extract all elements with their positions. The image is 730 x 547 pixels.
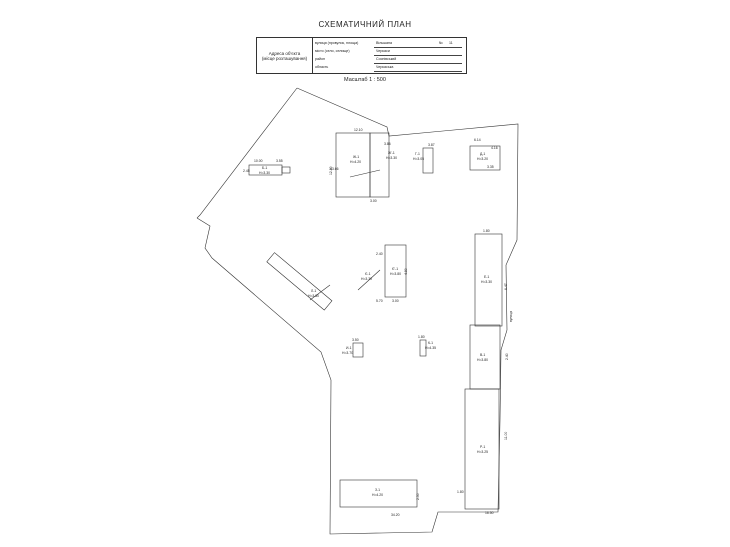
- bld-note: Н=3.30: [386, 156, 397, 160]
- dim-label: 4.16: [491, 146, 498, 150]
- address-label-city: місто (село, селище): [315, 49, 350, 53]
- building-i1: [352, 342, 364, 358]
- bld-label: Ж'-1: [388, 151, 395, 155]
- address-heading: Адреса об'єкта: [268, 50, 301, 56]
- underline: [374, 71, 462, 72]
- bld-label: Є'-1: [392, 267, 398, 271]
- bld-label: З-1: [375, 488, 380, 492]
- dim-label: 3.55: [276, 159, 283, 163]
- bld-note: Н=3.20: [477, 157, 488, 161]
- bld-note: Н=3.05: [413, 157, 424, 161]
- dim-label: 3.00: [370, 199, 377, 203]
- building-k1: [419, 339, 427, 357]
- bld-label: Є-1: [365, 272, 371, 276]
- bld-label: Е-1: [484, 275, 489, 279]
- address-heading-cell: Адреса об'єкта (місце розташування): [257, 38, 313, 73]
- building-v1: [469, 324, 501, 390]
- bld-label: И-1: [346, 346, 352, 350]
- address-value-city: Черкаси: [376, 49, 390, 53]
- street-label: вулиця: [509, 311, 513, 322]
- address-table: Адреса об'єкта (місце розташування) вули…: [256, 37, 467, 74]
- dim-label: 1.80: [483, 229, 490, 233]
- dim-label: 16.50: [485, 511, 494, 515]
- dim-label: 3.35: [487, 165, 494, 169]
- bld-label: Д-1: [480, 152, 485, 156]
- building-zh1-annex: [369, 132, 390, 198]
- dim-label: 34.20: [391, 513, 400, 517]
- bld-note: Н=3.80: [390, 272, 401, 276]
- bld-note: Н=4.20: [372, 493, 383, 497]
- building-ye1: [384, 244, 407, 298]
- bld-note: Н=3.25: [477, 450, 488, 454]
- scale-label: Масштаб 1 : 500: [344, 77, 386, 83]
- bld-note: Н=3.80: [308, 294, 319, 298]
- bld-note: Н=3.30: [361, 277, 372, 281]
- bld-label: Г-1: [415, 152, 420, 156]
- dim-label: 6.14: [474, 138, 481, 142]
- building-g1: [422, 147, 434, 174]
- building-b1-step: [281, 166, 291, 174]
- dim-label: 3.86: [384, 142, 391, 146]
- address-label-street: вулиця (провулок, площа): [315, 41, 359, 45]
- bld-label: Ж-1: [353, 155, 359, 159]
- bld-note: Н=4.20: [350, 160, 361, 164]
- building-l1: [266, 252, 333, 311]
- underline: [374, 63, 462, 64]
- dim-label: 1.80: [457, 490, 464, 494]
- building-e1: [474, 233, 503, 327]
- dim-label: 3.50: [352, 338, 359, 342]
- dim-label: 1.80: [418, 335, 425, 339]
- plan-title: СХЕМАТИЧНИЙ ПЛАН: [318, 20, 412, 29]
- bld-note: Н=3.30: [259, 171, 270, 175]
- bld-label: Б-1: [262, 166, 267, 170]
- bld-note: Н=3.30: [481, 280, 492, 284]
- dim-label: 6.47: [504, 283, 508, 290]
- address-num-label: №: [439, 41, 443, 45]
- dim-label: 5.70: [376, 299, 383, 303]
- dim-label: 3.00: [392, 299, 399, 303]
- building-zh1: [335, 132, 371, 198]
- bld-label: Р-1: [480, 445, 485, 449]
- building-d1: [469, 145, 501, 171]
- bld-label: К-1: [428, 341, 433, 345]
- bld-note: Н=4.35: [425, 346, 436, 350]
- address-num-value: 11: [449, 41, 453, 45]
- address-value-region: Черкаська: [376, 65, 394, 69]
- underline: [374, 55, 462, 56]
- dim-label: 2.50: [416, 493, 420, 500]
- dim-label: 11.00: [504, 432, 508, 440]
- dim-label: 2.40: [505, 353, 509, 360]
- address-value-district: Соснівський: [376, 57, 397, 61]
- dim-label: 12.10: [354, 128, 363, 132]
- building-z1: [339, 479, 418, 508]
- address-label-district: район: [315, 57, 325, 61]
- address-label-region: область: [315, 65, 329, 69]
- bld-label: В-1: [480, 353, 485, 357]
- plot-boundary-west: [196, 87, 298, 219]
- bld-note: Н=3.70: [342, 351, 353, 355]
- address-subheading: (місце розташування): [261, 55, 308, 61]
- bld-label: Л-1: [311, 289, 316, 293]
- dim-label: 4.80: [404, 268, 408, 275]
- address-value-street: Вільшана: [376, 41, 393, 45]
- dim-label: 10.00: [254, 159, 263, 163]
- dim-label: 13.66: [330, 167, 339, 171]
- dim-label: 12.80: [329, 166, 333, 175]
- building-p1: [464, 388, 500, 510]
- dim-label: 2.40: [376, 252, 383, 256]
- dim-label: 2.45: [243, 169, 250, 173]
- dim-label: 3.87: [428, 143, 435, 147]
- underline: [374, 47, 462, 48]
- bld-note: Н=3.80: [477, 358, 488, 362]
